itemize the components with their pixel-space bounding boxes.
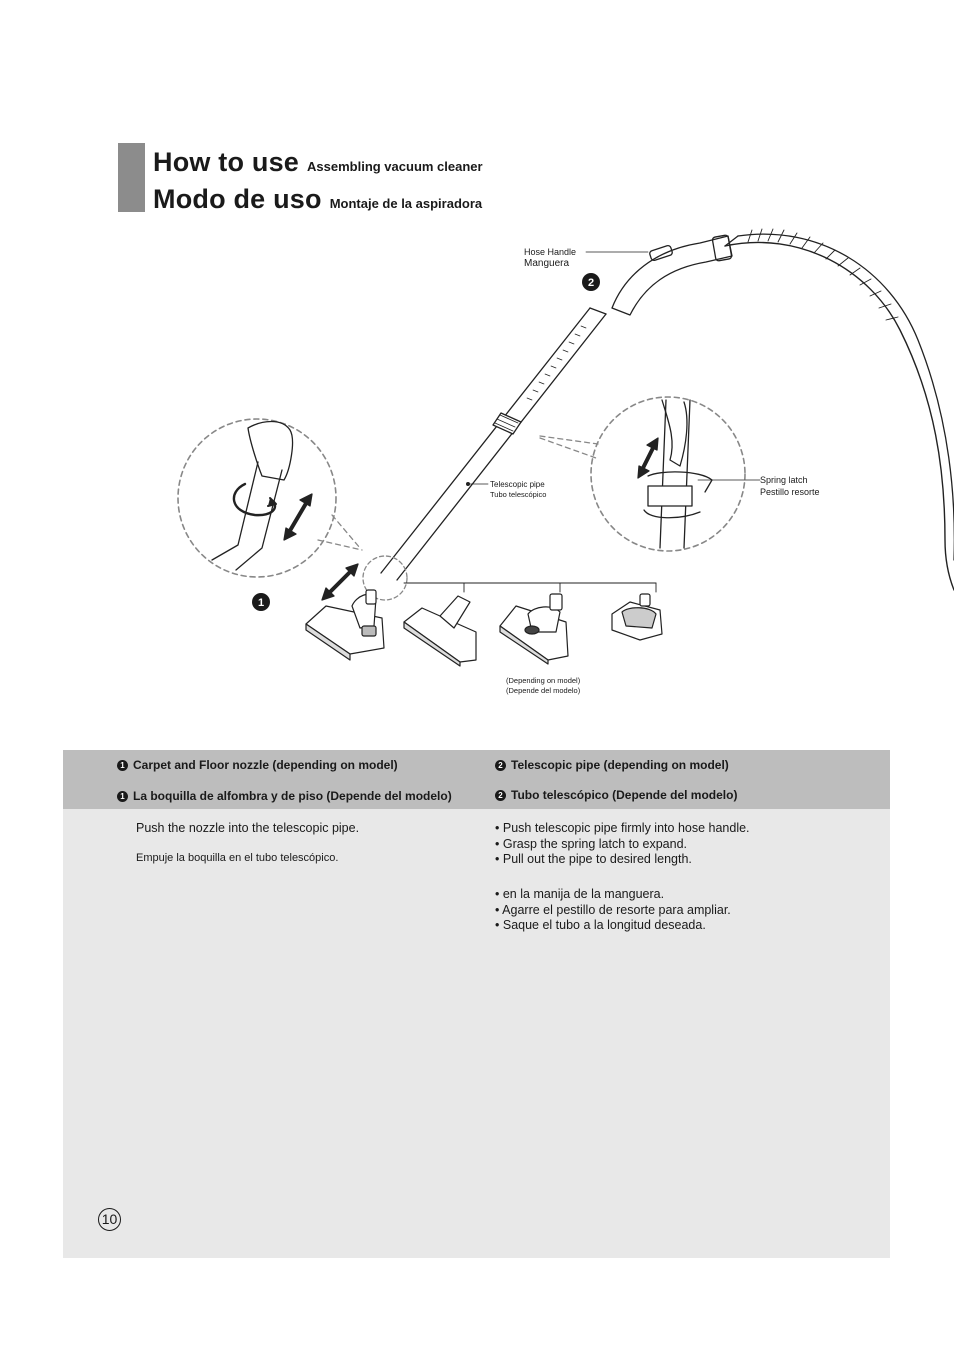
page-number: 10 xyxy=(98,1208,121,1231)
section2-badge-es: 2 xyxy=(495,790,506,801)
spring-latch-zoom-circle xyxy=(590,396,746,552)
list-item: Pull out the pipe to desired length. xyxy=(495,852,750,868)
depending-on-model-es: (Depende del modelo) xyxy=(506,686,581,695)
marker-2 xyxy=(582,273,600,291)
section2-badge: 2 xyxy=(495,760,506,771)
list-item: Grasp the spring latch to expand. xyxy=(495,837,750,853)
title-en-line: How to use Assembling vacuum cleaner xyxy=(153,147,483,178)
floor-nozzle-drawing xyxy=(403,595,477,667)
hose-drawing xyxy=(724,241,954,591)
section1-badge-es: 1 xyxy=(117,791,128,802)
depending-on-model-en: (Depending on model) xyxy=(506,676,581,685)
telescopic-pipe-label-es: Tubo telescópico xyxy=(490,490,547,499)
section2-heading-en-text: Telescopic pipe (depending on model) xyxy=(511,758,729,772)
list-item: en la manija de la manguera. xyxy=(495,887,731,903)
page-title-en: How to use xyxy=(153,147,300,177)
spring-latch-label: Spring latch Pestillo resorte xyxy=(760,474,820,498)
carpet-floor-nozzle-drawing xyxy=(305,589,385,661)
section1-text-es: Empuje la boquilla en el tubo telescópic… xyxy=(136,852,339,864)
marker-1-label: 1 xyxy=(258,597,264,609)
instructions-panel: 1 Carpet and Floor nozzle (depending on m… xyxy=(63,750,890,1258)
assembly-illustration: 1 2 xyxy=(177,228,954,667)
telescopic-pipe-label-en: Telescopic pipe xyxy=(490,480,545,489)
turbo-nozzle-drawing xyxy=(499,593,569,665)
section1-heading-en-text: Carpet and Floor nozzle (depending on mo… xyxy=(133,758,398,772)
hose-handle-label-en: Hose Handle xyxy=(524,247,577,257)
spring-latch-label-en: Spring latch xyxy=(760,475,808,485)
list-item: Saque el tubo a la longitud deseada. xyxy=(495,918,731,934)
section1-heading-es-text: La boquilla de alfombra y de piso (Depen… xyxy=(133,789,452,803)
title-es-line: Modo de uso Montaje de la aspiradora xyxy=(153,184,482,215)
marker-1 xyxy=(252,593,270,611)
section1-heading-en: 1 Carpet and Floor nozzle (depending on m… xyxy=(117,758,398,772)
depending-on-model-note: (Depending on model) (Depende del modelo… xyxy=(506,676,580,696)
section2-steps-es: en la manija de la manguera. Agarre el p… xyxy=(495,887,731,934)
hose-handle-label: Hose Handle Manguera xyxy=(524,246,576,270)
spring-latch-label-es: Pestillo resorte xyxy=(760,487,820,497)
section2-steps-en: Push telescopic pipe firmly into hose ha… xyxy=(495,821,750,868)
nozzle-zoom-circle xyxy=(177,418,337,578)
section1-heading-es: 1 La boquilla de alfombra y de piso (Depe… xyxy=(117,789,452,803)
page-subtitle-en: Assembling vacuum cleaner xyxy=(307,159,483,174)
hose-handle-label-es: Manguera xyxy=(524,258,570,269)
marker-2-label: 2 xyxy=(588,277,594,289)
list-item: Push telescopic pipe firmly into hose ha… xyxy=(495,821,750,837)
page-subtitle-es: Montaje de la aspiradora xyxy=(329,196,483,211)
instructions-header xyxy=(63,750,890,809)
section1-badge: 1 xyxy=(117,760,128,771)
telescopic-pipe-label: Telescopic pipe Tubo telescópico xyxy=(490,480,546,500)
section2-heading-es-text: Tubo telescópico (Depende del modelo) xyxy=(511,788,738,802)
mini-turbo-nozzle-drawing xyxy=(611,593,663,641)
section2-heading-es: 2 Tubo telescópico (Depende del modelo) xyxy=(495,788,737,802)
section-accent-bar xyxy=(118,143,145,212)
section1-text-en: Push the nozzle into the telescopic pipe… xyxy=(136,821,360,835)
list-item: Agarre el pestillo de resorte para ampli… xyxy=(495,903,731,919)
section2-heading-en: 2 Telescopic pipe (depending on model) xyxy=(495,758,729,772)
telescopic-pipe-drawing xyxy=(380,307,591,574)
page-title-es: Modo de uso xyxy=(153,184,322,214)
